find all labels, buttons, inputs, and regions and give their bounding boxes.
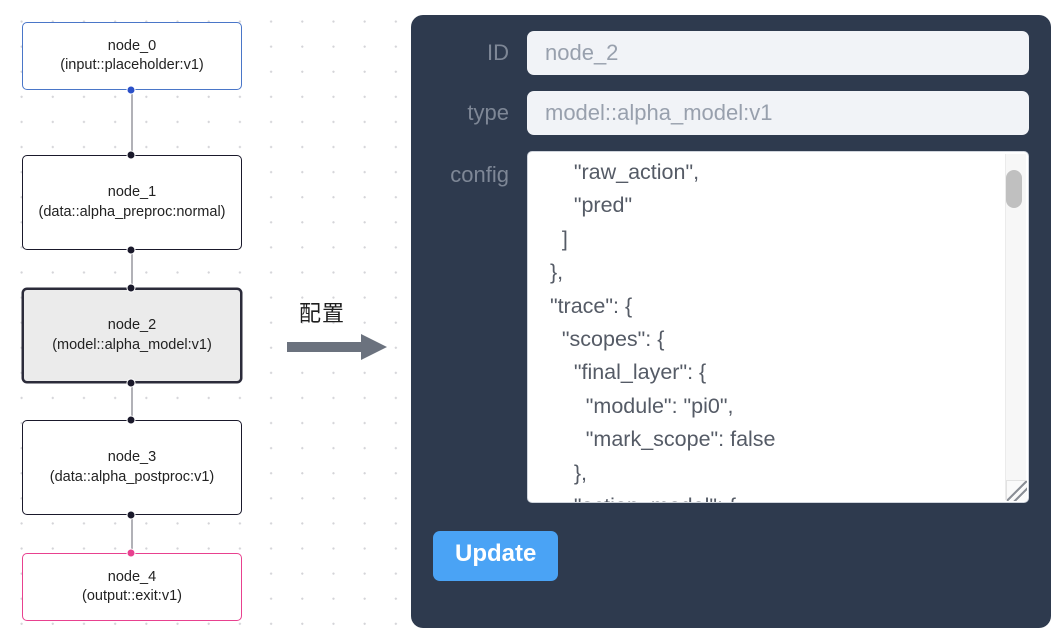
edge-node0-node1 [131,90,133,155]
edge-node2-node3 [131,383,133,420]
flow-node-label: node_3 (data::alpha_postproc:v1) [49,449,215,485]
config-editor[interactable]: "raw_action", "pred" ] }, "trace": { "sc… [527,151,1029,503]
flow-node-label: node_2 (model::alpha_model:v1) [52,317,212,353]
config-scrollbar-thumb[interactable] [1006,170,1022,208]
right-arrow-icon [287,334,387,360]
config-textarea[interactable]: "raw_action", "pred" ] }, "trace": { "sc… [528,152,1028,502]
flow-canvas[interactable]: node_0 (input::placeholder:v1) node_1 (d… [0,0,411,643]
arrow-caption: 配置 [299,302,346,327]
type-label: type [467,100,509,125]
node-handle-source-node_3[interactable] [126,510,136,520]
id-input[interactable] [527,31,1029,75]
config-label: config [450,162,509,187]
field-row-config: config "raw_action", "pred" ] }, "trace"… [411,151,1029,503]
flow-node-label: node_4 (output::exit:v1) [82,568,182,605]
node-config-panel: ID type config "raw_action", "pred" ] },… [411,15,1051,628]
update-button[interactable]: Update [433,531,559,581]
resize-grip-icon[interactable] [1006,480,1027,501]
edge-node3-node4 [131,515,133,553]
flow-node-node_3[interactable]: node_3 (data::alpha_postproc:v1) [22,420,242,515]
flow-node-label: node_0 (input::placeholder:v1) [60,37,204,74]
flow-node-label: node_1 (data::alpha_preproc:normal) [38,184,226,220]
id-label: ID [487,40,509,65]
flow-node-node_4[interactable]: node_4 (output::exit:v1) [22,553,242,621]
node-handle-target-node_3[interactable] [126,415,136,425]
flow-node-node_0[interactable]: node_0 (input::placeholder:v1) [22,22,242,90]
field-row-id: ID [411,31,1029,75]
node-handle-target-node_2[interactable] [126,283,136,293]
edge-node1-node2 [131,250,133,288]
flow-node-node_2[interactable]: node_2 (model::alpha_model:v1) [22,288,242,383]
flow-node-node_1[interactable]: node_1 (data::alpha_preproc:normal) [22,155,242,250]
node-handle-target-node_1[interactable] [126,150,136,160]
node-handle-source-node_1[interactable] [126,245,136,255]
node-handle-source-node_0[interactable] [126,85,136,95]
node-handle-target-node_4[interactable] [126,548,136,558]
transition-annotation: 配置 [287,296,399,366]
type-input[interactable] [527,91,1029,135]
config-scrollbar[interactable] [1005,154,1026,500]
field-row-type: type [411,91,1029,135]
node-handle-source-node_2[interactable] [126,378,136,388]
